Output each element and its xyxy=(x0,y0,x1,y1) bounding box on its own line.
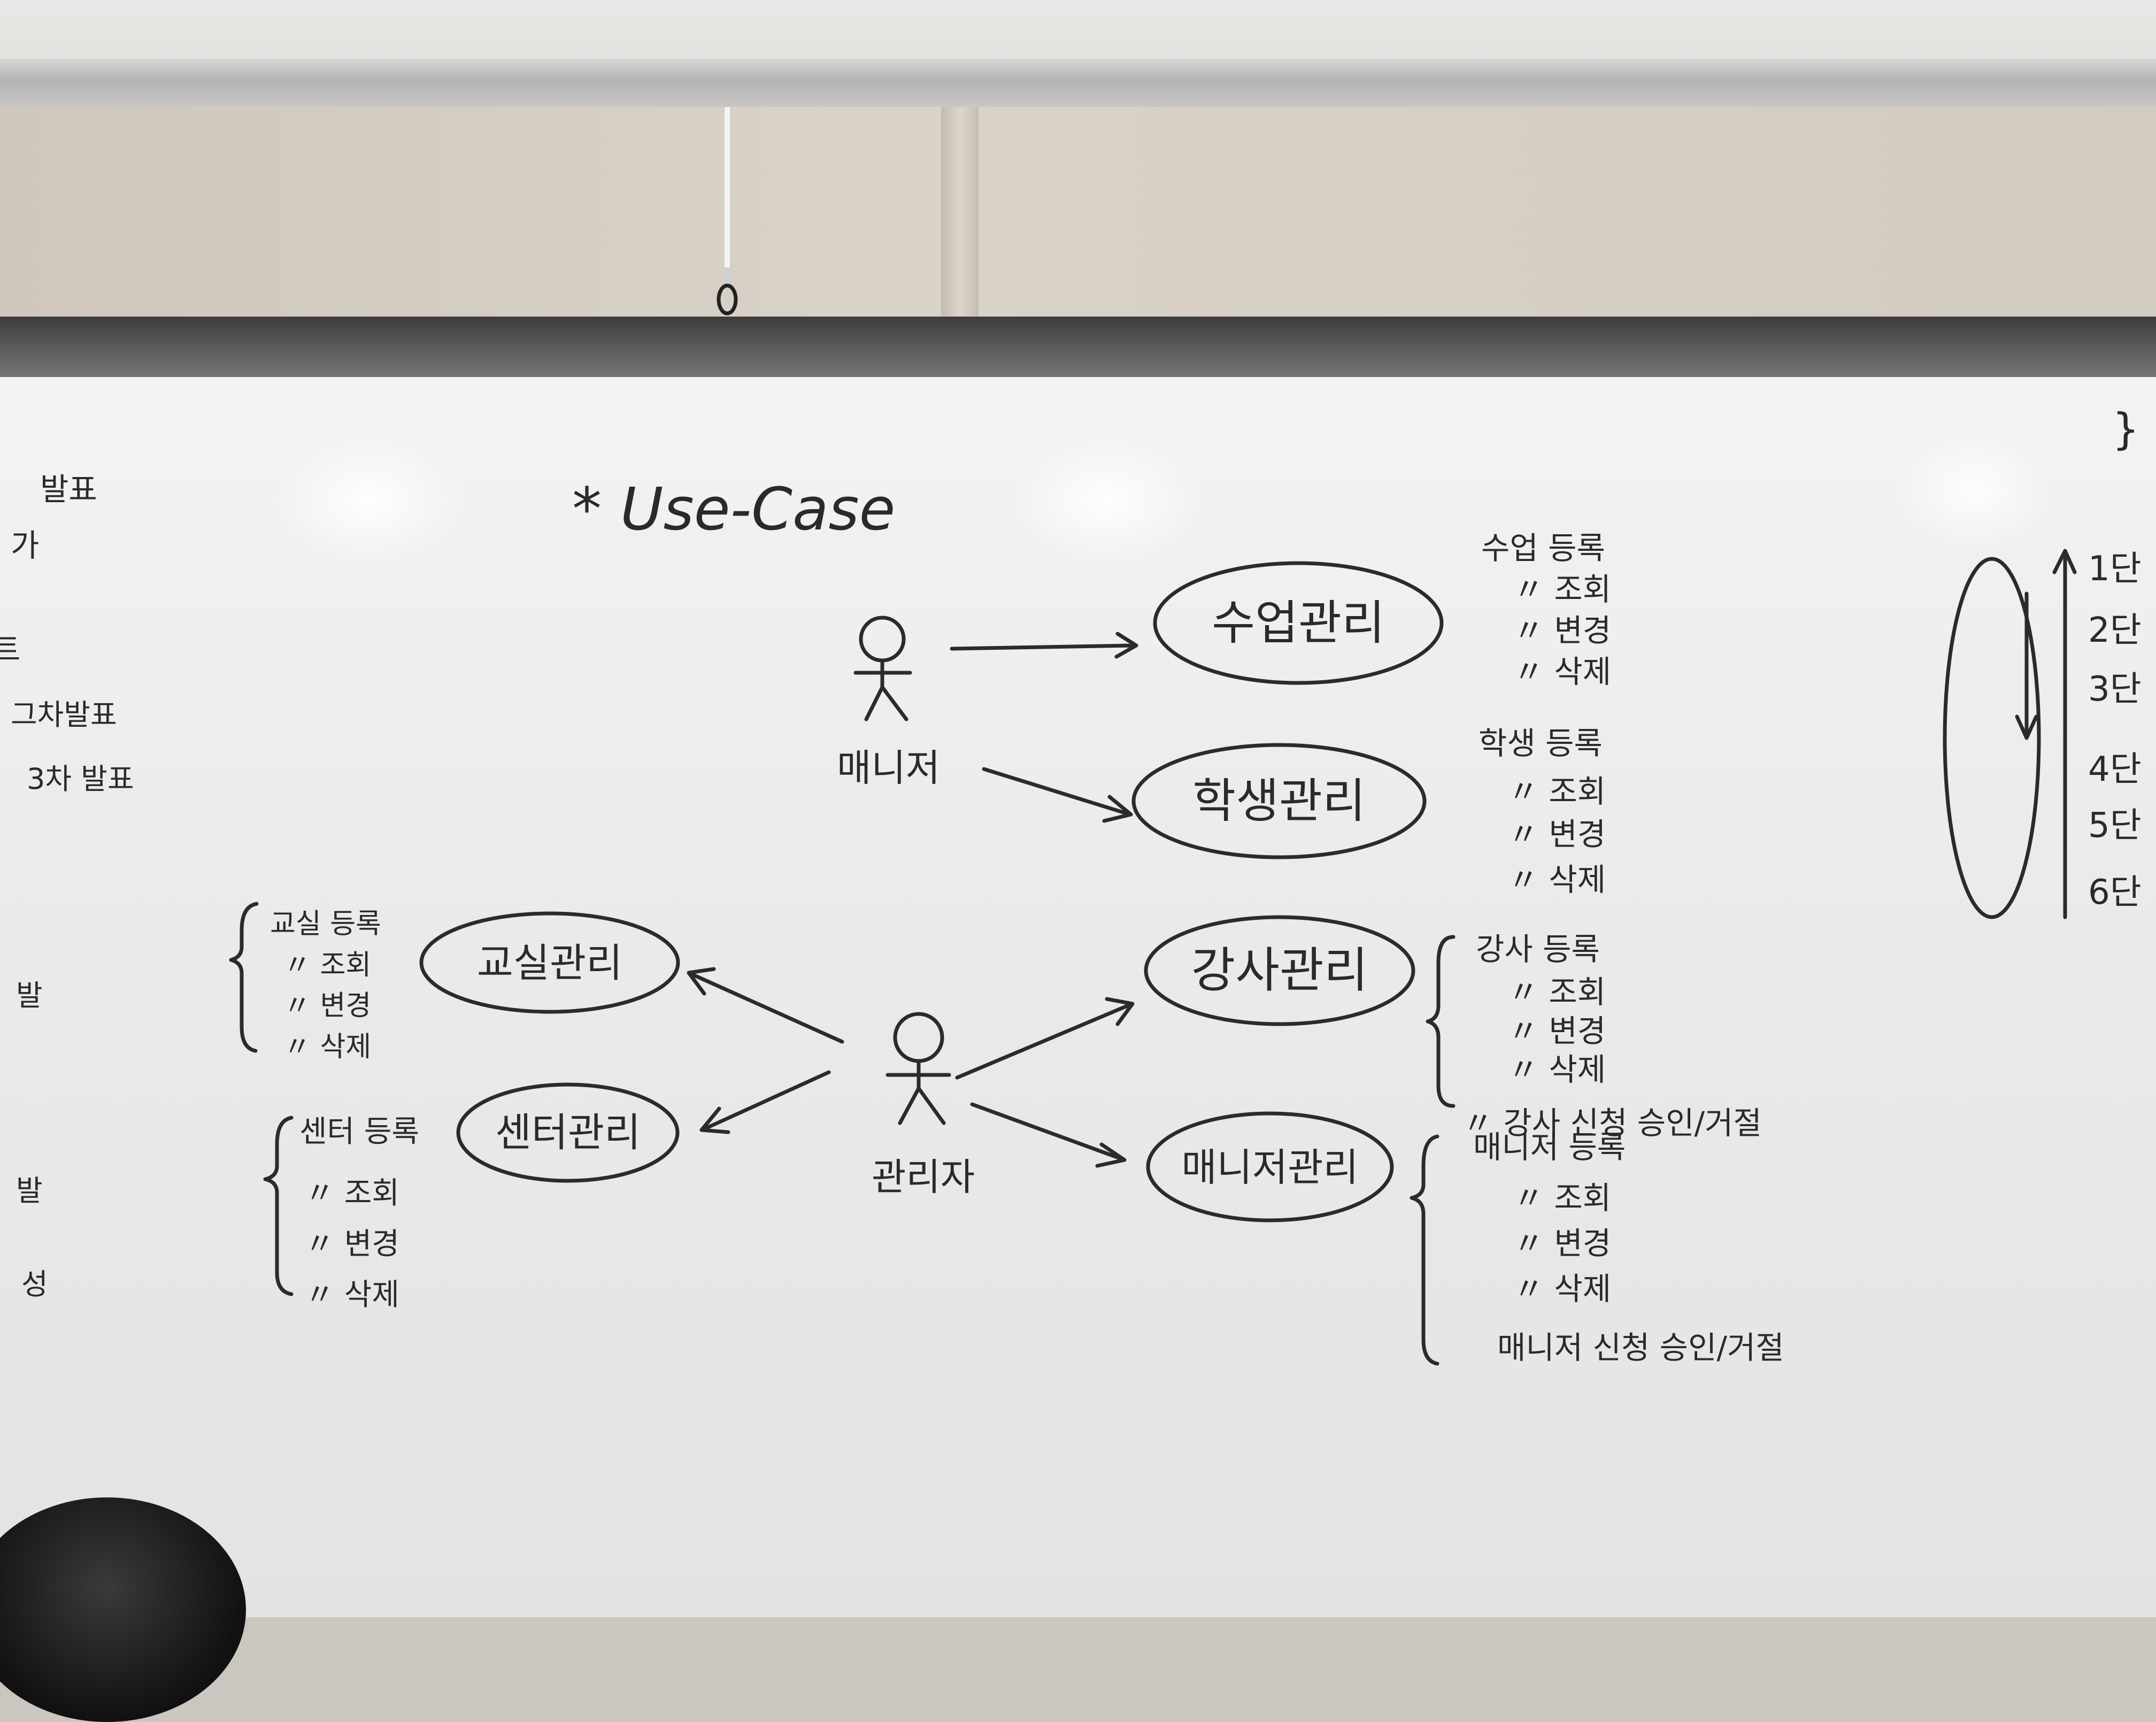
list-item: 5단 xyxy=(2088,806,2142,845)
note-line: 학생 등록 xyxy=(1479,725,1603,762)
use-case-student-label: 학생관리 xyxy=(1192,773,1366,828)
note-line: 〃 강사 신청 승인/거절 xyxy=(1462,1105,1762,1141)
notes-manager: 매니저 등록 〃 조회 〃 변경 〃 삭제 매니저 신청 승인/거절 xyxy=(1473,1129,1784,1366)
list-item: 4단 xyxy=(2088,750,2142,789)
fragment-text: 발 xyxy=(16,979,43,1012)
cycle-loop xyxy=(1943,557,2041,919)
notes-classroom: 교실 등록 〃 조회 〃 변경 〃 삭제 xyxy=(270,908,381,1063)
note-line: 매니저 등록 xyxy=(1473,1129,1626,1165)
fragment-text: } xyxy=(2112,404,2139,454)
list-item: 6단 xyxy=(2088,873,2142,912)
note-line: 강사 등록 xyxy=(1476,931,1600,967)
note-line: 〃 조회 xyxy=(1513,571,1611,608)
note-line: 〃 변경 xyxy=(1508,1013,1606,1049)
note-line: 〃 삭제 xyxy=(1513,654,1611,690)
hanging-clip xyxy=(717,107,738,316)
note-line: 〃 조회 xyxy=(305,1176,399,1211)
fragment-text: 성 xyxy=(21,1267,48,1301)
note-line: 수업 등록 xyxy=(1481,530,1605,566)
note-line: 〃 삭제 xyxy=(305,1278,399,1312)
actor-manager-figure xyxy=(853,616,912,721)
brace-manager xyxy=(1410,1134,1439,1366)
note-line: 〃 변경 xyxy=(1513,1225,1611,1262)
actor-manager-label: 매니저 xyxy=(837,746,940,790)
note-line: 〃 삭제 xyxy=(1513,1271,1611,1307)
use-case-class-label: 수업관리 xyxy=(1212,595,1385,650)
actor-admin-label: 관리자 xyxy=(872,1155,975,1199)
note-line: 〃 조회 xyxy=(1508,773,1606,810)
note-line: 〃 변경 xyxy=(305,1227,399,1262)
brace-classroom xyxy=(229,902,259,1053)
fragment-text: 발 xyxy=(16,1174,43,1208)
use-case-classroom-label: 교실관리 xyxy=(477,940,622,986)
left-edge-fragments: 발표 가 트 그차발표 3차 발표 발 발 성 xyxy=(0,471,134,1301)
list-line xyxy=(2052,549,2077,919)
use-case-manager-label: 매니저관리 xyxy=(1181,1145,1358,1190)
whiteboard-frame xyxy=(0,317,2156,381)
fragment-text: 가 xyxy=(11,527,39,564)
use-case-instructor-ellipse xyxy=(1144,915,1415,1026)
use-case-class-ellipse xyxy=(1153,561,1444,685)
note-line: 〃 변경 xyxy=(1508,816,1606,852)
note-line: 교실 등록 xyxy=(270,908,381,940)
list-item: 3단 xyxy=(2088,670,2142,709)
fragment-text: 발표 xyxy=(40,471,97,508)
use-case-student-ellipse xyxy=(1131,743,1427,859)
use-case-center-ellipse xyxy=(456,1082,680,1183)
wall-seam xyxy=(941,107,979,321)
list-item: 2단 xyxy=(2088,611,2142,650)
note-line: 〃 변경 xyxy=(283,990,371,1022)
fragment-text: 트 xyxy=(0,632,20,668)
note-line: 〃 삭제 xyxy=(283,1031,371,1063)
right-edge-notes: } 1단 2단 3단 4단 5단 6단 xyxy=(1943,404,2142,919)
note-line: 〃 조회 xyxy=(1513,1180,1611,1216)
whiteboard xyxy=(0,377,2156,1617)
note-line: 〃 조회 xyxy=(283,949,371,981)
diagram-title: * Use-Case xyxy=(572,475,895,543)
note-line: 매니저 신청 승인/거절 xyxy=(1497,1329,1784,1366)
use-case-classroom-ellipse xyxy=(419,911,680,1014)
wall xyxy=(0,107,2156,321)
fragment-text: 3차 발표 xyxy=(27,762,134,796)
actor-admin-figure xyxy=(886,1012,951,1125)
whiteboard-drawing: * Use-Case 매니저 관리자 수업관리 학생관리 강사관리 매니저관리 … xyxy=(0,404,2142,1366)
cycle-arrow xyxy=(2015,591,2038,740)
association-arrows xyxy=(687,632,1138,1168)
note-line: 〃 조회 xyxy=(1508,974,1606,1010)
use-case-instructor-label: 강사관리 xyxy=(1191,942,1368,998)
brace-center xyxy=(263,1116,294,1296)
ceiling-rail xyxy=(0,59,2156,107)
note-line: 센터 등록 xyxy=(299,1114,419,1149)
brace-instructor xyxy=(1426,935,1456,1108)
fragment-text: 그차발표 xyxy=(11,698,117,732)
use-case-center-label: 센터관리 xyxy=(495,1110,641,1156)
notes-class: 수업 등록 〃 조회 〃 변경 〃 삭제 xyxy=(1481,530,1611,690)
note-line: 〃 삭제 xyxy=(1508,1051,1606,1088)
notes-center: 센터 등록 〃 조회 〃 변경 〃 삭제 xyxy=(299,1114,419,1312)
notes-student: 학생 등록 〃 조회 〃 변경 〃 삭제 xyxy=(1479,725,1606,898)
note-line: 〃 변경 xyxy=(1513,612,1611,649)
use-case-manager-ellipse xyxy=(1146,1111,1394,1223)
list-item: 1단 xyxy=(2088,549,2142,589)
note-line: 〃 삭제 xyxy=(1508,862,1606,898)
notes-instructor: 강사 등록 〃 조회 〃 변경 〃 삭제 〃 강사 신청 승인/거절 xyxy=(1462,931,1762,1141)
